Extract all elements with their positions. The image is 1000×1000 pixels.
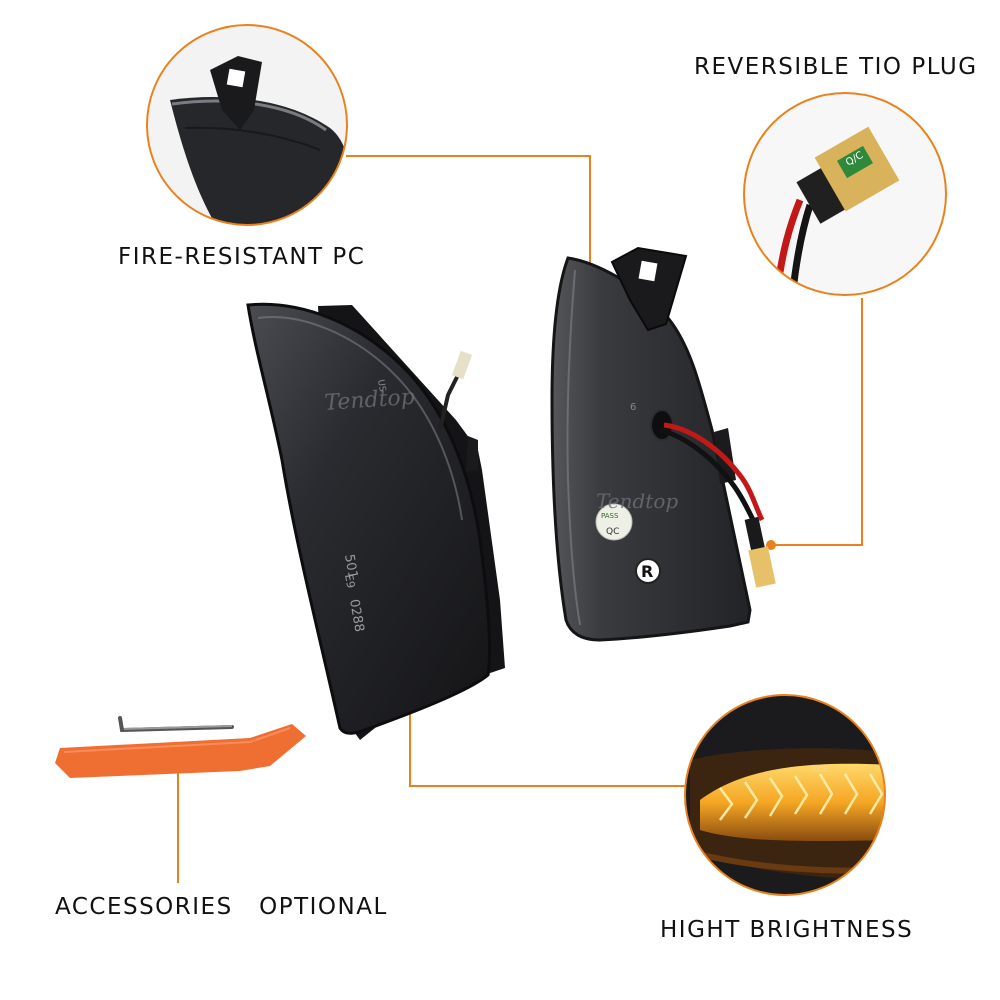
- indicator-lens-front: [246, 302, 505, 740]
- detail-circle-plug: [743, 92, 947, 296]
- lens-emark-text: E9: [342, 573, 357, 589]
- callout-accessories: ACCESSORIES OPTIONAL: [55, 894, 388, 920]
- callout-plug: REVERSIBLE TIO PLUG: [694, 54, 978, 80]
- housing-watermark: Tendtop: [596, 489, 678, 513]
- sticker-text: PASS: [601, 512, 619, 520]
- housing-number-text: 6: [630, 402, 636, 413]
- lens-code-text: 501: [341, 553, 360, 580]
- led-label-text: SAE: [812, 765, 828, 774]
- housing-r-mark: R: [641, 562, 653, 581]
- callout-brightness: HIGHT BRIGHTNESS: [660, 917, 914, 943]
- lens-top-text: US: [375, 379, 387, 393]
- detail-circle-brightness: [684, 694, 886, 896]
- callout-fire-resistant: FIRE-RESISTANT PC: [118, 244, 366, 270]
- detail-circle-material: [146, 24, 348, 226]
- indicator-housing-back: [550, 246, 776, 642]
- sticker-qc-text: QC: [606, 527, 619, 537]
- pry-tool-accessory: [55, 716, 306, 778]
- lens-number-text: 0288: [346, 598, 367, 633]
